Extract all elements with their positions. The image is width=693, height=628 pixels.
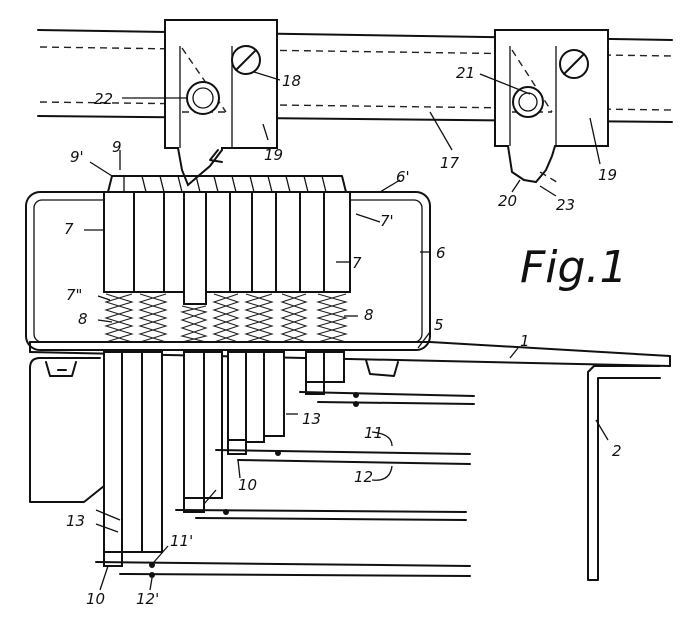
label-7-left: 7	[64, 220, 74, 238]
label-19-left: 19	[264, 146, 283, 164]
bracket-2	[587, 365, 661, 581]
figure-title: Fig.1	[520, 242, 627, 293]
label-6: 6	[436, 244, 446, 262]
label-13-upper: 13	[302, 410, 321, 428]
clamp-right	[494, 29, 609, 185]
label-18: 18	[282, 72, 301, 90]
label-20: 20	[498, 192, 517, 210]
label-22: 22	[94, 90, 113, 108]
springs-8	[104, 293, 349, 343]
label-9-prime: 9'	[70, 148, 84, 166]
key-bars	[103, 191, 351, 305]
label-10-lower: 10	[86, 590, 105, 608]
lower-frame-left	[29, 357, 399, 503]
clamp-left	[164, 19, 278, 187]
label-10-upper: 10	[238, 476, 257, 494]
label-8-right: 8	[364, 306, 374, 324]
key-stems-13	[103, 351, 345, 553]
label-9: 9	[112, 138, 122, 156]
label-23: 23	[556, 196, 575, 214]
contact-wires	[95, 391, 475, 578]
label-12: 12	[354, 468, 373, 486]
label-8-left: 8	[78, 310, 88, 328]
label-11-prime: 11'	[170, 532, 193, 550]
label-19-right: 19	[598, 166, 617, 184]
label-7-double-prime: 7"	[66, 286, 82, 304]
label-21: 21	[456, 64, 475, 82]
label-7-prime: 7'	[380, 212, 394, 230]
label-12-prime: 12'	[136, 590, 159, 608]
label-5: 5	[434, 316, 444, 334]
label-6-prime: 6'	[396, 168, 410, 186]
reference-labels: 22 18 19 17 21 19 20 23 9 9' 6' 7' 7 6 7…	[64, 64, 627, 608]
label-1: 1	[520, 332, 530, 350]
label-11: 11	[364, 424, 383, 442]
leader-lines	[84, 71, 609, 591]
label-2: 2	[612, 442, 622, 460]
label-13-lower: 13	[66, 512, 85, 530]
label-7-right: 7	[352, 254, 362, 272]
key-tops	[107, 175, 347, 193]
label-17: 17	[440, 154, 460, 172]
